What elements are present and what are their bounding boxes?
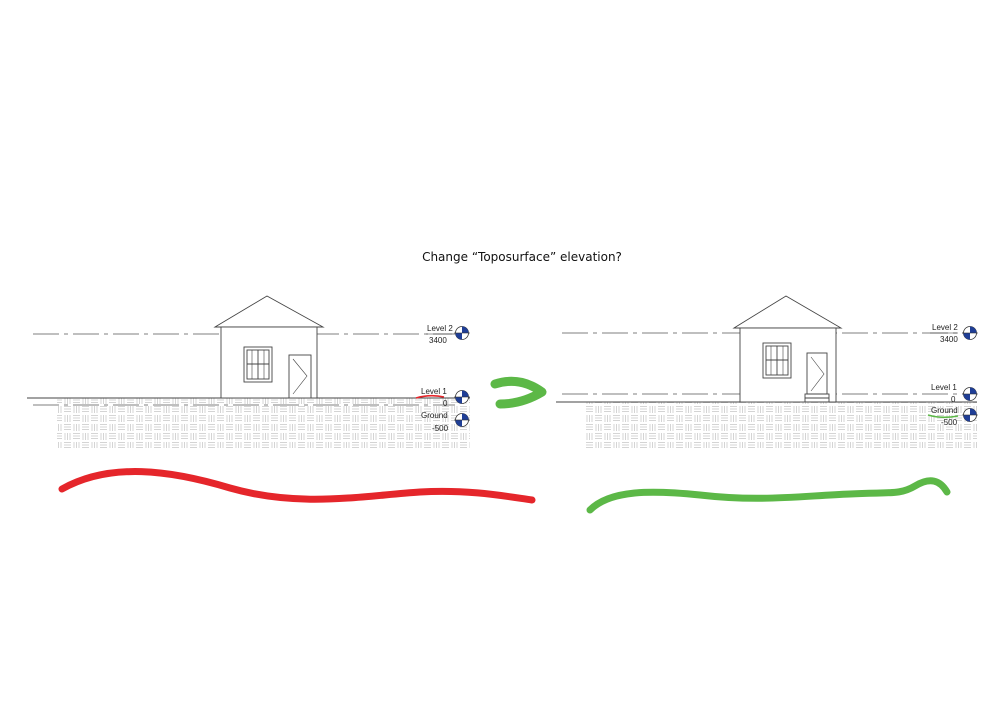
right-house: [732, 295, 843, 403]
right-level2-value: 3400: [940, 335, 958, 344]
left-house-door: [288, 354, 312, 399]
right-level1-marker: [962, 387, 978, 401]
left-house-roof: [213, 295, 325, 328]
left-level2-name: Level 2: [427, 324, 453, 333]
left-ground-value: -500: [432, 424, 449, 433]
right-house-steps: [804, 393, 830, 403]
right-ground-name: Ground: [931, 406, 958, 415]
right-level2-marker: [962, 326, 978, 340]
red-wavy-stroke: [58, 468, 536, 504]
right-house-window: [762, 342, 792, 379]
left-level2-value: 3400: [429, 336, 447, 345]
left-level1-red-underline: [415, 394, 445, 399]
left-toposurface-hatch: [57, 398, 470, 448]
left-elevation-panel: Level 2 3400 Level 1 0 Ground -500: [27, 295, 470, 448]
green-wavy-stroke: [586, 477, 951, 514]
right-toposurface-hatch: [585, 402, 977, 448]
left-house: [213, 295, 325, 399]
green-arrow-icon: [490, 376, 547, 409]
right-level2-name: Level 2: [932, 323, 958, 332]
right-elevation-panel: Level 2 3400 Level 1 0 Ground -500: [556, 295, 978, 448]
right-ground-value: -500: [941, 418, 958, 427]
left-level1-name: Level 1: [421, 387, 447, 396]
left-ground-marker: [454, 413, 470, 427]
left-level1-value: 0: [443, 399, 448, 408]
left-house-window: [243, 346, 273, 383]
right-level1-name: Level 1: [931, 383, 957, 392]
left-level2-marker: [454, 326, 470, 340]
diagram-title: Change “Toposurface” elevation?: [422, 250, 622, 264]
left-ground-name: Ground: [421, 411, 448, 420]
right-ground-marker: [962, 408, 978, 422]
right-house-roof: [732, 295, 843, 329]
right-ground-green-underline: [927, 414, 959, 419]
right-house-door: [806, 352, 828, 395]
left-level1-marker: [454, 390, 470, 404]
right-level1-value: 0: [951, 395, 956, 404]
